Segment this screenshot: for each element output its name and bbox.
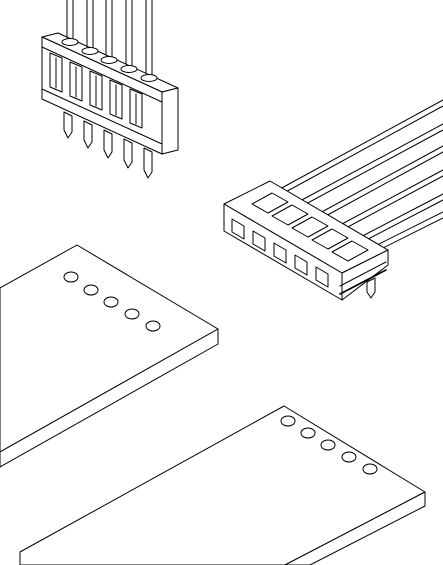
pin [63,111,73,139]
via-hole [320,439,336,451]
wire [105,0,113,58]
pin [103,129,113,159]
via-hole [124,308,140,320]
housing-windows [231,218,329,288]
wire [286,123,443,213]
header-pins [63,111,153,179]
via-hole [103,296,119,308]
via-hole [300,427,316,439]
pcb-board-upper [0,244,219,468]
wire [125,0,133,67]
wire [66,0,74,41]
pcb-lower-edge-face [284,491,426,565]
wire [145,0,153,85]
wire [86,0,94,49]
pcb-upper-edge-face [0,328,219,468]
via-hole [362,463,378,475]
via-hole [145,320,161,332]
housing-slots [251,192,369,262]
pcb-upper-via-holes [63,271,161,332]
pin [366,277,376,299]
pin [143,147,153,179]
vertical-connector-wires [66,0,153,85]
header-windows [49,52,143,129]
via-hole [280,415,296,427]
pcb-board-lower [19,405,426,565]
wire-entry-collars [61,38,158,82]
pcb-lower-top-face [19,405,426,565]
pin [123,138,133,169]
via-hole [63,271,79,283]
header-end-face [161,87,179,155]
via-hole [341,451,357,463]
vertical-header-connector [41,0,179,179]
wire [266,99,443,201]
wire [306,145,443,225]
pcb-lower-via-holes [280,415,378,475]
via-hole [83,284,99,296]
crimp-housing-connector [223,99,443,301]
wire [326,169,443,237]
pin [83,120,93,149]
pcb-upper-top-face [0,244,219,453]
